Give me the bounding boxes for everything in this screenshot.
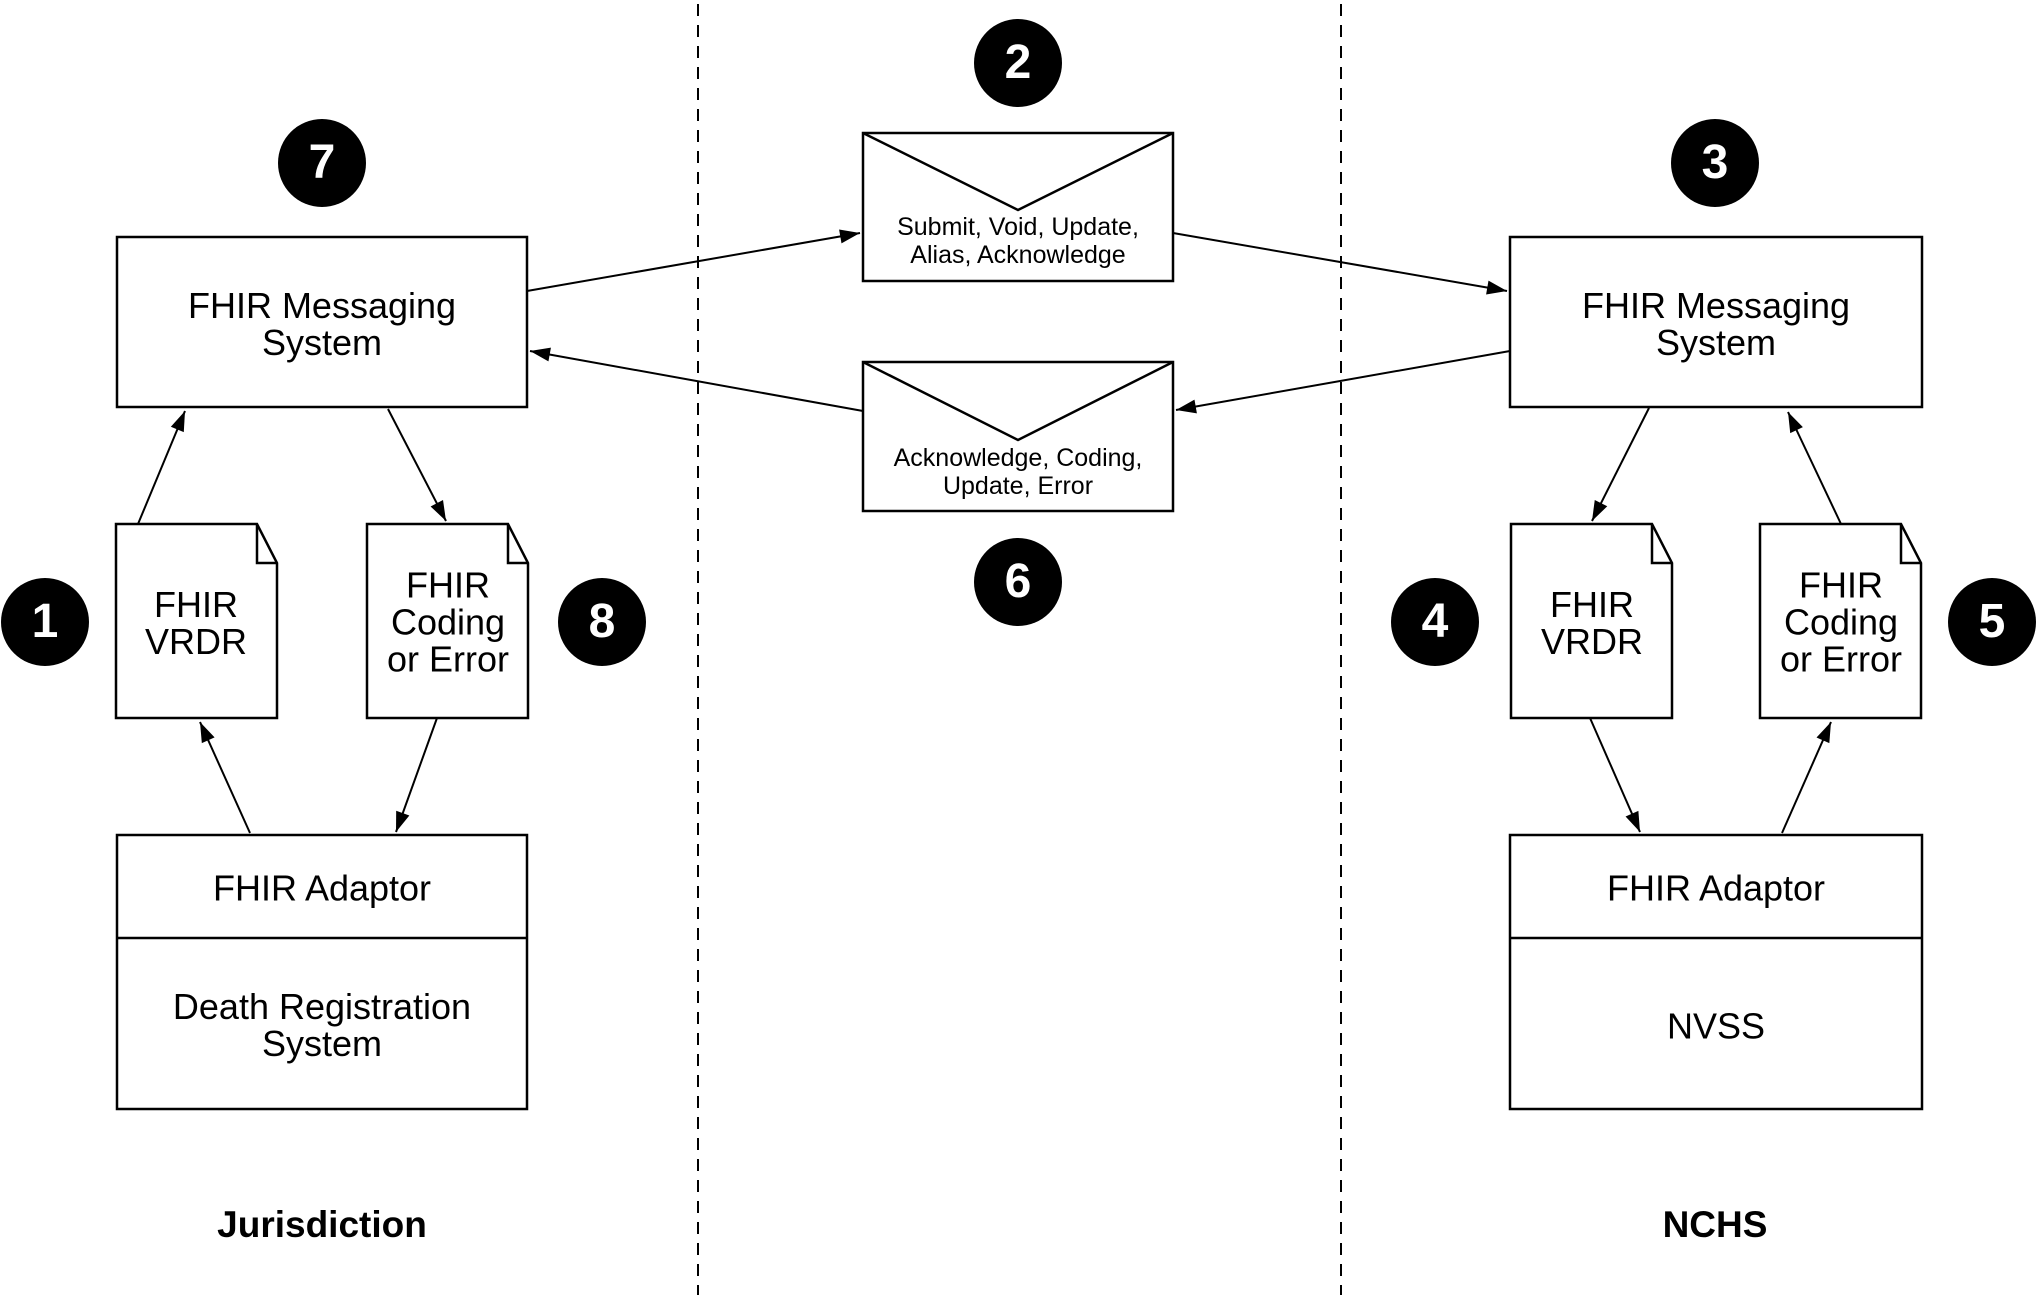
submit-envelope-shape (861, 131, 1175, 283)
messaging-system-box-nchs (1508, 235, 1924, 409)
vrdr-document-nchs (1509, 522, 1674, 720)
arrow-messaging-right-to-ack-envelope (1175, 350, 1511, 414)
submit-envelope-label: Submit, Void, Update, Alias, Acknowledge (897, 213, 1139, 269)
step-circle-8 (558, 578, 646, 666)
step-number-2: 2 (1004, 36, 1032, 89)
arrow-adaptor-to-vrdr-jurisdiction (199, 721, 251, 834)
arrow-coding-to-messaging-nchs (1787, 411, 1842, 525)
step-number-3: 3 (1701, 136, 1729, 189)
adaptor-title-nchs: FHIR Adaptor (1606, 867, 1826, 909)
arrow-messaging-to-coding-jurisdiction (387, 408, 447, 522)
arrow-messaging-left-to-submit-envelope (526, 229, 861, 292)
lane-label-nchs: NCHS (1662, 1204, 1768, 1245)
messaging-system-label-nchs: FHIR Messaging System (1581, 285, 1851, 363)
messaging-system-label-jurisdiction: FHIR Messaging System (187, 285, 457, 363)
step-number-7: 7 (308, 136, 336, 189)
adaptor-title-jurisdiction: FHIR Adaptor (212, 867, 432, 909)
step-number-6: 6 (1004, 555, 1032, 608)
adaptor-box-nchs (1508, 833, 1924, 1111)
step-circle-3 (1671, 119, 1759, 207)
adaptor-box-jurisdiction (115, 833, 529, 1111)
ack-envelope-label: Acknowledge, Coding, Update, Error (893, 444, 1143, 500)
step-number-1: 1 (31, 595, 59, 648)
vrdr-document-jurisdiction (114, 522, 279, 720)
step-circle-4 (1391, 578, 1479, 666)
messaging-system-box-jurisdiction (115, 235, 529, 409)
step-number-5: 5 (1978, 595, 2006, 648)
coding-document-nchs (1758, 522, 1923, 720)
vrdr-document-label-nchs: FHIR VRDR (1540, 584, 1644, 662)
arrow-vrdr-to-messaging-jurisdiction (137, 410, 186, 525)
arrow-submit-envelope-to-messaging-right (1172, 232, 1508, 295)
step-circle-7 (278, 119, 366, 207)
vrdr-document-label-jurisdiction: FHIR VRDR (144, 584, 248, 662)
step-circle-6 (974, 538, 1062, 626)
arrow-messaging-to-vrdr-nchs (1591, 407, 1650, 522)
arrow-adaptor-to-coding-nchs (1781, 721, 1832, 834)
arrow-vrdr-to-adaptor-nchs (1589, 717, 1641, 833)
registration-system-label: Death Registration System (172, 986, 472, 1064)
ack-envelope-shape (861, 360, 1175, 513)
step-number-4: 4 (1421, 595, 1449, 648)
arrow-coding-to-adaptor-jurisdiction (395, 717, 438, 833)
step-number-8: 8 (588, 595, 616, 648)
step-circle-1 (1, 578, 89, 666)
coding-document-label-nchs: FHIR Coding or Error (1779, 564, 1903, 680)
coding-document-label-jurisdiction: FHIR Coding or Error (386, 564, 510, 680)
arrow-ack-envelope-to-messaging-left (529, 347, 864, 412)
step-circle-5 (1948, 578, 2036, 666)
step-circle-2 (974, 19, 1062, 107)
coding-document-jurisdiction (365, 522, 530, 720)
lane-label-jurisdiction: Jurisdiction (217, 1204, 427, 1245)
nvss-label: NVSS (1666, 1005, 1766, 1047)
